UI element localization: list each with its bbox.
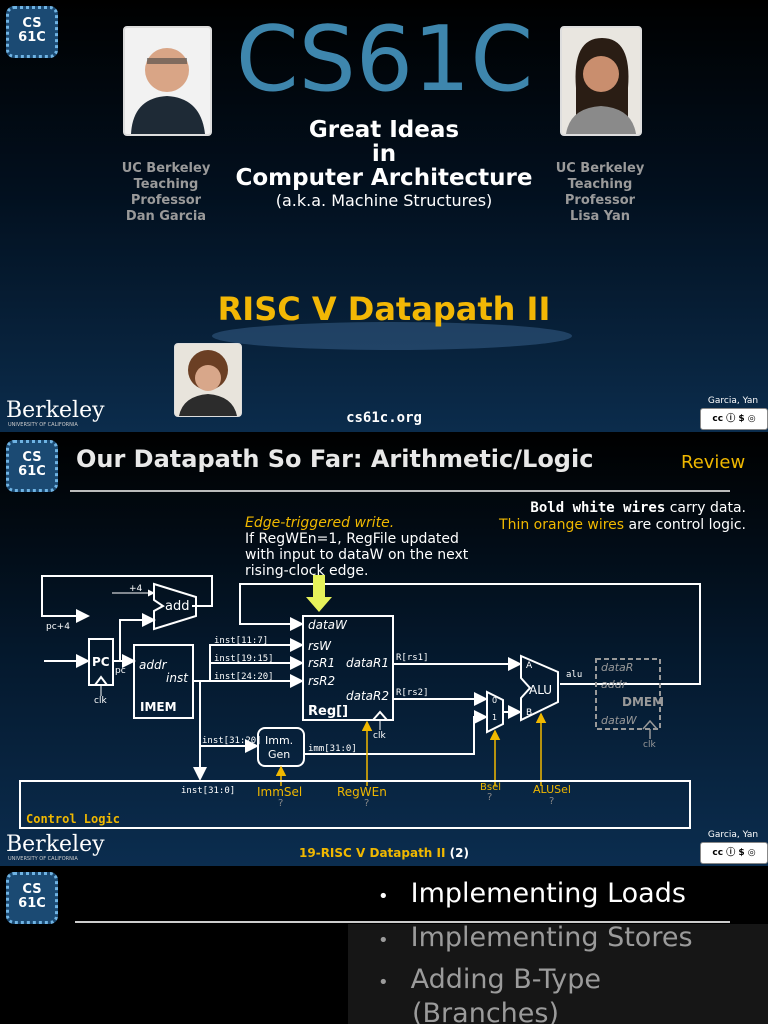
course-title: CS61C — [235, 7, 534, 112]
cs61c-logo: CS 61C — [6, 440, 58, 492]
pc-adder — [153, 582, 197, 631]
agenda-item-stores: •Implementing Stores — [378, 922, 693, 953]
agenda-item-loads: •Implementing Loads — [378, 878, 686, 909]
cs61c-logo: CS 61C — [6, 872, 58, 924]
right-instructor-caption: UC Berkeley Teaching Professor Lisa Yan — [555, 161, 645, 224]
course-aka: (a.k.a. Machine Structures) — [275, 191, 493, 210]
title-slide: CS 61C CS61C Great Ideas in Computer Arc… — [0, 0, 768, 432]
lecture-title: RISC V Datapath II — [217, 290, 551, 328]
agenda-slide: CS 61C •Implementing Loads •Implementing… — [0, 868, 768, 1024]
datapath-slide: CS 61C Our Datapath So Far: Arithmetic/L… — [0, 434, 768, 866]
photo-lisa-yan — [560, 26, 642, 136]
writeback-wire — [239, 583, 701, 685]
cc-license-badge: cc ⓘ $ ◎ — [700, 842, 768, 864]
course-subtitle: Great Ideas in Computer Architecture — [235, 117, 533, 191]
datapath-diagram — [19, 575, 701, 829]
photo-guest — [174, 343, 242, 417]
diagram-labels: +4 add pc+4 PC pc clk addr inst IMEM ins… — [26, 584, 665, 826]
photo-dan-garcia — [123, 26, 212, 136]
control-logic-label: Control Logic — [26, 812, 120, 826]
agenda-item-branches-cont: (Branches) — [412, 998, 559, 1024]
pc4-wire — [41, 575, 213, 623]
slide-title: Our Datapath So Far: Arithmetic/Logic — [76, 445, 594, 473]
slide-footer: 19-RISC V Datapath II (2) — [299, 846, 469, 860]
berkeley-wordmark: Berkeley — [6, 398, 105, 423]
alu-block — [520, 654, 559, 722]
berkeley-wordmark: Berkeley — [6, 832, 105, 857]
write-note: Edge-triggered write. If RegWEn=1, RegFi… — [245, 515, 469, 579]
review-tag: Review — [681, 452, 746, 473]
cc-license-badge: cc ⓘ $ ◎ — [700, 408, 768, 430]
title-rule — [70, 490, 730, 492]
wire-legend: Bold white wires carry data. Thin orange… — [499, 500, 746, 533]
authors-label: Garcia, Yan — [707, 830, 759, 840]
title-glow — [212, 322, 572, 350]
register-file — [302, 615, 394, 721]
control-logic-box — [19, 780, 691, 829]
agenda-item-branches: •Adding B-Type — [378, 964, 602, 995]
authors-label: Garcia, Yan — [707, 396, 759, 406]
agenda-rule — [75, 921, 730, 923]
left-instructor-caption: UC Berkeley Teaching Professor Dan Garci… — [121, 161, 211, 224]
bsel-mux — [486, 690, 504, 734]
course-url: cs61c.org — [346, 410, 422, 426]
imem-block — [133, 644, 194, 719]
cs61c-logo: CS 61C — [6, 6, 58, 58]
dim-panel — [348, 924, 768, 1024]
dmem-block — [595, 658, 661, 730]
